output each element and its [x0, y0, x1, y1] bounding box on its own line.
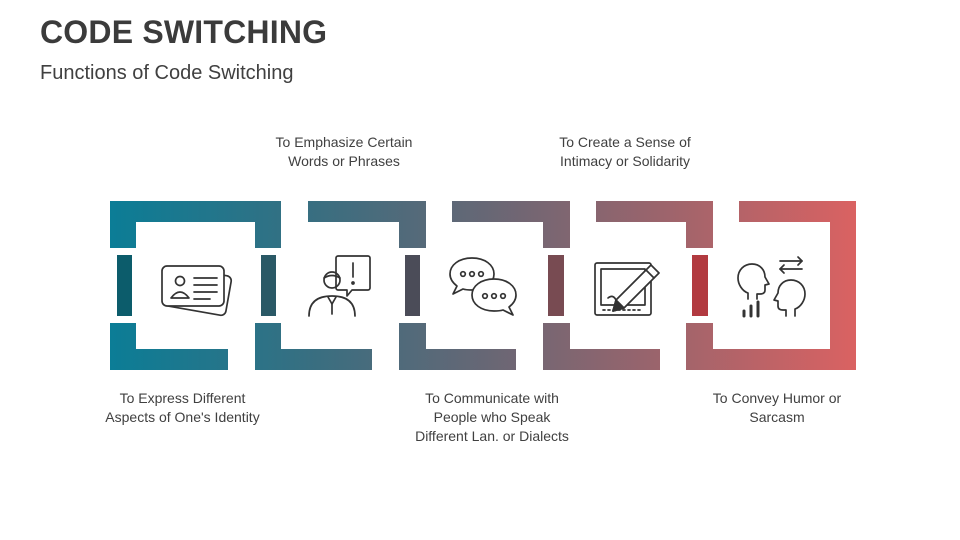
page-subtitle: Functions of Code Switching — [40, 62, 294, 84]
step-label-intimacy-solidarity: To Create a Sense of Intimacy or Solidar… — [559, 134, 691, 169]
frame-top-leg-5 — [686, 201, 713, 248]
frame-top-bar-3 — [452, 201, 570, 222]
frame-top-leg-3 — [399, 201, 426, 248]
frame-bottom-leg-4 — [543, 323, 570, 370]
frame-top-bar-5 — [739, 201, 856, 222]
frame-bottom-bar-4 — [543, 349, 660, 370]
step-label-emphasize-words: To Emphasize Certain Words or Phrases — [275, 134, 413, 169]
frame-bottom-leg-3 — [399, 323, 426, 370]
frame-bottom-leg-1 — [110, 323, 136, 370]
id-card-icon — [161, 265, 233, 317]
frame-top-bar-2 — [308, 201, 426, 222]
middle-segment-5 — [692, 255, 708, 316]
middle-segment-2 — [261, 255, 276, 316]
frame-top-leg-2 — [255, 201, 281, 248]
speaker-alert-icon — [308, 255, 371, 317]
frame-top-leg-1 — [110, 201, 136, 248]
frame-bands — [110, 201, 856, 370]
frame-top-bar-4 — [596, 201, 713, 222]
frame-top-leg-4 — [543, 201, 570, 248]
step-label-communicate-dialects: To Communicate with People who Speak Dif… — [415, 390, 569, 444]
frame-bottom-leg-2 — [255, 323, 281, 370]
middle-segment-4 — [548, 255, 564, 316]
pencil-tablet-icon — [594, 262, 660, 316]
frame-top-bar-1 — [110, 201, 281, 222]
step-label-express-identity: To Express Different Aspects of One's Id… — [105, 390, 260, 425]
page-title: CODE SWITCHING — [40, 14, 328, 50]
frame-bottom-bar-1 — [110, 349, 228, 370]
frame-bottom-bar-5 — [686, 349, 856, 370]
two-heads-exchange-icon — [737, 256, 806, 318]
frame-bottom-bar-2 — [255, 349, 372, 370]
frame-bottom-bar-3 — [399, 349, 516, 370]
frame-top-leg-6 — [830, 201, 856, 370]
middle-segment-3 — [405, 255, 420, 316]
step-label-humor-sarcasm: To Convey Humor or Sarcasm — [712, 390, 842, 425]
frame-middle-segments — [117, 255, 708, 316]
chat-bubbles-icon — [449, 257, 517, 316]
frame-bottom-leg-5 — [686, 323, 713, 370]
middle-segment-1 — [117, 255, 132, 316]
